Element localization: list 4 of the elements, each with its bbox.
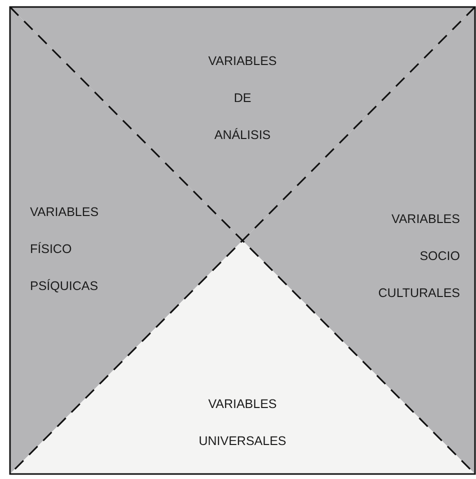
region-label: VARIABLES SOCIO CULTURALES	[378, 211, 460, 302]
region-label: VARIABLES UNIVERSALES	[198, 396, 286, 450]
region-label: VARIABLES FÍSICO PSÍQUICAS	[30, 204, 99, 295]
region-label: VARIABLES DE ANÁLISIS	[208, 53, 277, 144]
